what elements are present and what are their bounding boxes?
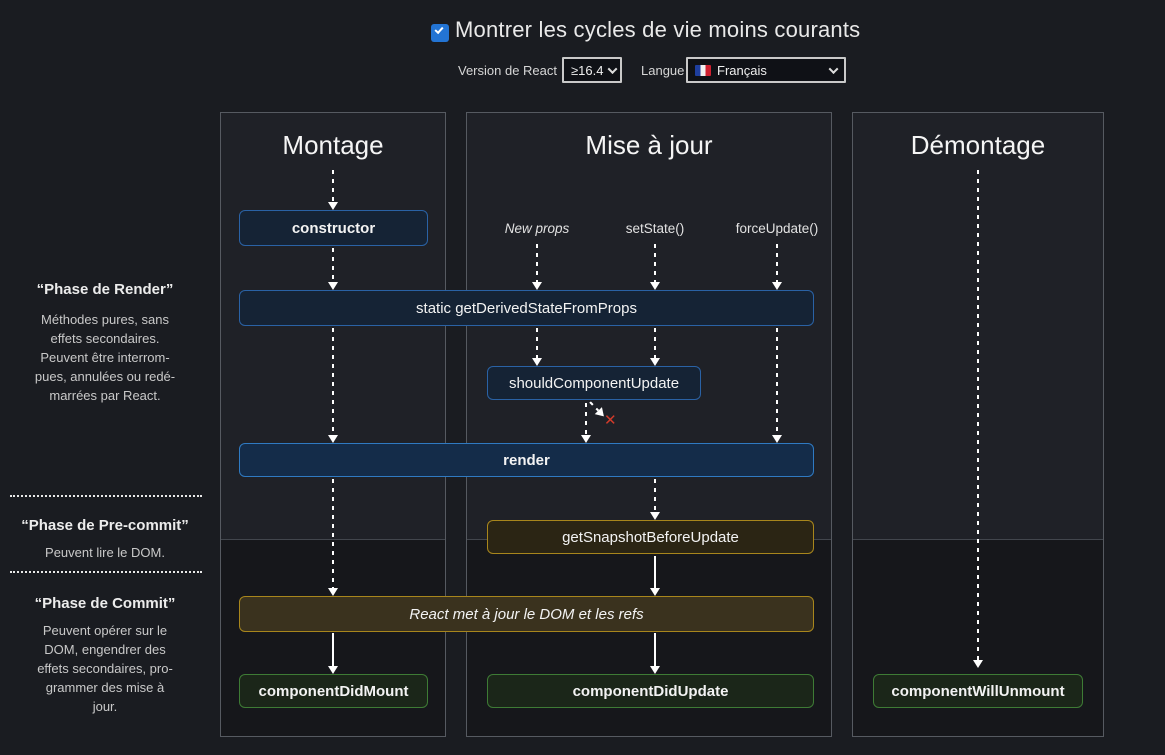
cancel-x-icon: ✕ [604, 412, 617, 429]
phase-divider [10, 571, 202, 573]
react-updates-dom-box: React met à jour le DOM et les refs [239, 596, 814, 632]
arrow [772, 244, 782, 290]
arrow [973, 170, 983, 668]
method-box-get-derived-state-from-props[interactable]: static getDerivedStateFromProps [239, 290, 814, 326]
react-version-value: ≥16.4 [571, 62, 604, 78]
language-value: Français [717, 62, 767, 78]
arrow [532, 244, 542, 290]
arrow [328, 479, 338, 596]
chevron-down-icon [828, 63, 839, 74]
language-label: Langue [641, 63, 685, 78]
arrow [650, 244, 660, 290]
page-title[interactable]: Montrer les cycles de vie moins courants [455, 17, 861, 42]
arrow [650, 556, 660, 596]
phase-precommit-description: Peuvent lire le DOM. [45, 545, 165, 560]
method-box-component-will-unmount[interactable]: componentWillUnmount [873, 674, 1083, 708]
method-box-render[interactable]: render [239, 443, 814, 477]
column-mounting-title: Montage [282, 130, 384, 160]
trigger-force-update: forceUpdate() [735, 221, 819, 236]
phase-commit-description: Peuvent opérer sur le DOM, engendrer des… [37, 623, 173, 714]
phase-precommit-title: “Phase de Pre-commit” [21, 517, 189, 534]
method-box-constructor[interactable]: constructor [239, 210, 428, 246]
check-icon [434, 24, 444, 35]
trigger-set-state: setState() [625, 221, 685, 236]
arrow [328, 328, 338, 443]
phase-render-description: Méthodes pures, sans effets secondaires.… [34, 312, 176, 403]
arrow [650, 633, 660, 674]
method-box-get-snapshot-before-update[interactable]: getSnapshotBeforeUpdate [487, 520, 814, 554]
phase-commit-title: “Phase de Commit” [34, 595, 176, 612]
react-version-select[interactable]: ≥16.4 [562, 57, 622, 83]
column-updating-title: Mise à jour [585, 130, 713, 160]
method-box-component-did-update[interactable]: componentDidUpdate [487, 674, 814, 708]
arrow [328, 248, 338, 290]
react-version-label: Version de React [458, 63, 558, 78]
column-unmounting-title: Démontage [910, 130, 1046, 160]
phase-render-title: “Phase de Render” [36, 281, 174, 298]
arrow [328, 633, 338, 674]
show-uncommon-lifecycles-checkbox[interactable] [431, 24, 449, 42]
language-select[interactable]: Français [686, 57, 846, 83]
arrow [650, 479, 660, 520]
arrow [328, 170, 338, 210]
method-box-component-did-mount[interactable]: componentDidMount [239, 674, 428, 708]
method-box-should-component-update[interactable]: shouldComponentUpdate [487, 366, 701, 400]
arrow [650, 328, 660, 366]
phase-divider [10, 495, 202, 497]
french-flag-icon [695, 64, 711, 76]
arrow [532, 328, 542, 366]
trigger-new-props: New props [504, 221, 570, 236]
chevron-down-icon [607, 63, 618, 74]
arrow [772, 328, 782, 443]
arrow [581, 403, 591, 443]
